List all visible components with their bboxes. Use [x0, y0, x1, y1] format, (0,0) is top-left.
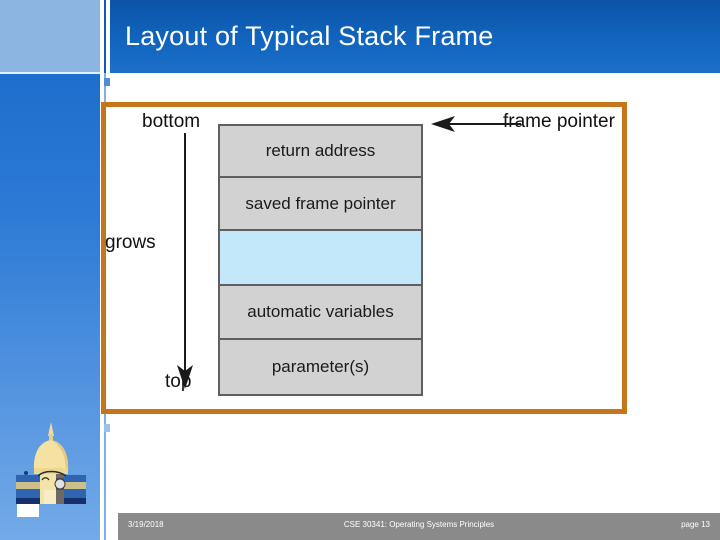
label-grows: grows — [105, 232, 156, 253]
stack-cell-label: saved frame pointer — [245, 193, 396, 213]
grows-down-arrow-icon — [176, 133, 194, 393]
label-frame-pointer: frame pointer — [503, 111, 615, 132]
stack-frame-figure: bottom grows top frame pointer — [101, 102, 627, 414]
slide-footer: 3/19/2018 CSE 30341: Operating Systems P… — [118, 513, 720, 540]
stack-cell-parameters: parameter(s) — [220, 340, 421, 394]
golden-dome-logo-icon — [14, 420, 88, 506]
stack-frame-column: return address saved frame pointer autom… — [218, 124, 423, 396]
footer-gap — [110, 505, 720, 513]
header-bottom-edge — [110, 73, 720, 75]
stack-cell-label: automatic variables — [247, 302, 394, 321]
stack-cell-label: parameter(s) — [271, 357, 370, 376]
stack-cell-label: return address — [265, 141, 376, 160]
rule-tick-top — [104, 78, 110, 86]
label-bottom: bottom — [142, 111, 201, 132]
slide-header: Layout of Typical Stack Frame — [110, 0, 720, 73]
sidebar-top-block — [0, 0, 100, 72]
footer-page-number: page 13 — [681, 520, 710, 529]
page-title: Layout of Typical Stack Frame — [125, 21, 494, 51]
stack-cell-return-address: return address — [220, 126, 421, 178]
stack-cell-empty-highlight — [220, 231, 421, 286]
sidebar-divider — [0, 72, 100, 74]
stack-cell-saved-frame-pointer: saved frame pointer — [220, 178, 421, 231]
footer-date: 3/19/2018 — [128, 520, 164, 529]
footer-course: CSE 30341: Operating Systems Principles — [343, 520, 495, 529]
rule-tick-bottom — [104, 424, 110, 432]
frame-pointer-left-arrow-icon — [431, 115, 521, 133]
stack-cell-automatic-variables: automatic variables — [220, 286, 421, 340]
vertical-rule-header-1 — [104, 0, 106, 73]
